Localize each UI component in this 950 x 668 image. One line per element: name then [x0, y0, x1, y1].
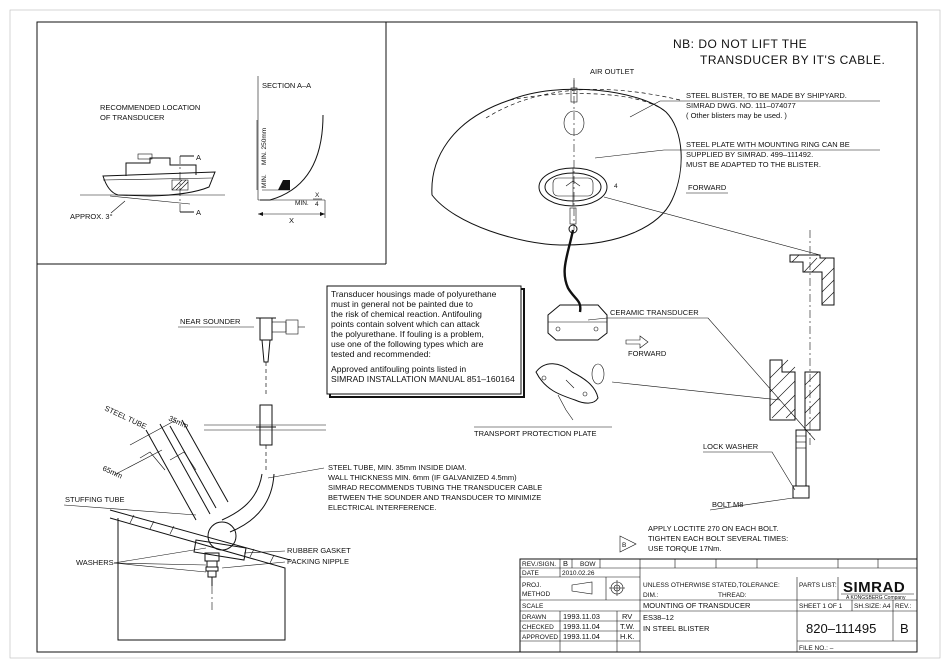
tube-spec-4: BETWEEN THE SOUNDER AND TRANSDUCER TO MI…: [328, 493, 541, 502]
loctite-note: B APPLY LOCTITE 270 ON EACH BOLT. TIGHTE…: [619, 524, 788, 553]
forward-label-transducer: FORWARD: [628, 349, 667, 358]
bolt-label: BOLT M8: [712, 500, 743, 509]
warning-line-3: the risk of chemical reaction. Antifouli…: [331, 309, 482, 319]
company-sub: A KONGSBERG Company: [846, 595, 906, 601]
x-over-4-top: X: [315, 192, 320, 199]
checked-date: 1993.11.04: [563, 622, 600, 631]
approved-date: 1993.11.04: [563, 632, 600, 641]
warning-line-6: use one of the following types which are: [331, 339, 484, 349]
loctite-symbol: B: [622, 542, 626, 549]
warning-line-5: the polyurethane. If fouling is a proble…: [331, 329, 484, 339]
approved-label: APPROVED: [522, 634, 558, 641]
doc-number: 820–111495: [806, 621, 876, 636]
x-dimension-label: X: [289, 216, 294, 225]
rev-sign-label: REV./SIGN.: [522, 561, 556, 568]
warning-line-10: SIMRAD INSTALLATION MANUAL 851–160164: [331, 374, 515, 384]
cable-tube-run: NEAR SOUNDER STEEL TUBE, MIN. 35mm INSID…: [178, 317, 542, 533]
loctite-line-2: TIGHTEN EACH BOLT SEVERAL TIMES:: [648, 534, 788, 543]
air-outlet-label: AIR OUTLET: [590, 67, 635, 76]
plate-line-2: SUPPLIED BY SIMRAD. 499–111492.: [686, 150, 813, 159]
tube-spec-2: WALL THICKNESS MIN. 6mm (IF GALVANIZED 4…: [328, 473, 517, 482]
lock-washer-label: LOCK WASHER: [703, 442, 759, 451]
rev-sign-sig: BOW: [580, 561, 596, 568]
warning-line-1: Transducer housings made of polyurethane: [331, 289, 497, 299]
projection-symbol: [571, 580, 625, 596]
stuffing-tube-label: STUFFING TUBE: [65, 495, 124, 504]
title-line-1: MOUNTING OF TRANSDUCER: [643, 601, 751, 610]
title-block: REV./SIGN. B BOW DATE 2010.02.26 PROJ. M…: [519, 558, 918, 653]
forward-label-top: FORWARD: [688, 183, 727, 192]
min-label-vertical: MIN.: [261, 174, 268, 188]
lift-warning-line1: NB: DO NOT LIFT THE: [673, 37, 807, 51]
sheet-label: SHEET 1 OF 1: [799, 603, 843, 610]
tolerance-thread: THREAD:: [718, 592, 747, 599]
tube-spec-5: ELECTRICAL INTERFERENCE.: [328, 503, 437, 512]
section-label: SECTION A–A: [262, 81, 311, 90]
location-title-2: OF TRANSDUCER: [100, 113, 165, 122]
date-label: DATE: [522, 570, 540, 577]
x-over-4-bottom: 4: [315, 201, 319, 208]
scale-label: SCALE: [522, 603, 544, 610]
warning-line-2: must in general not be painted due to: [331, 299, 473, 309]
plate-line-1: STEEL PLATE WITH MOUNTING RING CAN BE: [686, 140, 850, 149]
min-label-horizontal: MIN.: [295, 200, 309, 207]
warning-line-9: Approved antifouling points listed in: [331, 364, 466, 374]
warning-line-4: points contain solvent which can attack: [331, 319, 480, 329]
min-250-label: MIN. 250mm: [261, 128, 268, 165]
sheet-size-label: SH.SIZE: A4: [854, 603, 891, 610]
tube-spec-3: SIMRAD RECOMMENDS TUBING THE TRANSDUCER …: [328, 483, 542, 492]
steel-tube-label: STEEL TUBE: [103, 404, 148, 431]
protection-plate-label: TRANSPORT PROTECTION PLATE: [474, 429, 597, 438]
drawn-by: RV: [622, 612, 632, 621]
loctite-line-1: APPLY LOCTITE 270 ON EACH BOLT.: [648, 524, 778, 533]
drawn-date: 1993.11.03: [563, 612, 600, 621]
section-a-a-view: SECTION A–A MIN. 250mm MIN. MIN. X 4 X: [256, 76, 326, 225]
ceramic-transducer: CERAMIC TRANSDUCER FORWARD TRANSPORT PRO…: [474, 304, 816, 441]
mounting-ring-section: LOCK WASHER BOLT M8: [703, 230, 835, 511]
section-marker-bottom: A: [196, 208, 201, 217]
drawing-frame: [9, 9, 941, 659]
d65-label: 65mm: [101, 464, 124, 481]
warning-line-7: tested and recommended:: [331, 349, 431, 359]
checked-by: T.W.: [620, 622, 635, 631]
plate-line-3: MUST BE ADAPTED TO THE BLISTER.: [686, 160, 821, 169]
rev-label: REV.:: [895, 603, 912, 610]
checked-label: CHECKED: [522, 624, 554, 631]
boat-location-view: RECOMMENDED LOCATION OF TRANSDUCER A A A…: [70, 103, 225, 221]
approx-angle-label: APPROX. 3°: [70, 212, 113, 221]
tolerance-label: UNLESS OTHERWISE STATED,TOLERANCE:: [643, 582, 780, 589]
company-logo: SIMRAD: [843, 579, 905, 596]
rev-sign-rev: B: [563, 559, 568, 568]
packing-nipple-label: PACKING NIPPLE: [287, 557, 349, 566]
proj-method-2: METHOD: [522, 591, 550, 598]
near-sounder-label: NEAR SOUNDER: [180, 317, 241, 326]
blister-line-1: STEEL BLISTER, TO BE MADE BY SHIPYARD.: [686, 91, 847, 100]
paint-warning-box: Transducer housings made of polyurethane…: [326, 285, 525, 398]
approved-by: H.K.: [620, 632, 635, 641]
washers-label: WASHERS: [76, 558, 114, 567]
doc-revision: B: [900, 621, 909, 636]
blister-line-3: ( Other blisters may be used. ): [686, 111, 787, 120]
tolerance-dim: DIM.:: [643, 592, 659, 599]
title-line-2: ES38–12: [643, 613, 674, 622]
steel-blister: 4 AIR OUTLET STEEL BLISTER, TO BE MADE B…: [431, 67, 880, 313]
file-no: FILE NO.: –: [799, 645, 834, 652]
ceramic-transducer-label: CERAMIC TRANSDUCER: [610, 308, 699, 317]
parts-list-label: PARTS LIST:: [799, 582, 837, 589]
drawn-label: DRAWN: [522, 614, 547, 621]
loctite-line-3: USE TORQUE 17Nm.: [648, 544, 722, 553]
rubber-gasket-label: RUBBER GASKET: [287, 546, 351, 555]
lift-warning-line2: TRANSDUCER BY IT'S CABLE.: [700, 53, 885, 67]
location-title-1: RECOMMENDED LOCATION: [100, 103, 200, 112]
blister-line-2: SIMRAD DWG. NO. 111–074077: [686, 101, 796, 110]
lift-warning: NB: DO NOT LIFT THE TRANSDUCER BY IT'S C…: [673, 37, 885, 67]
svg-text:4: 4: [614, 183, 618, 190]
date-value: 2010.02.26: [562, 570, 595, 577]
proj-method-1: PROJ.: [522, 582, 541, 589]
title-line-3: IN STEEL BLISTER: [643, 624, 710, 633]
section-marker-top: A: [196, 153, 201, 162]
tube-spec-1: STEEL TUBE, MIN. 35mm INSIDE DIAM.: [328, 463, 466, 472]
stuffing-tube-detail: STEEL TUBE 35mm 65mm STUFFING TUBE WASHE…: [63, 404, 351, 641]
